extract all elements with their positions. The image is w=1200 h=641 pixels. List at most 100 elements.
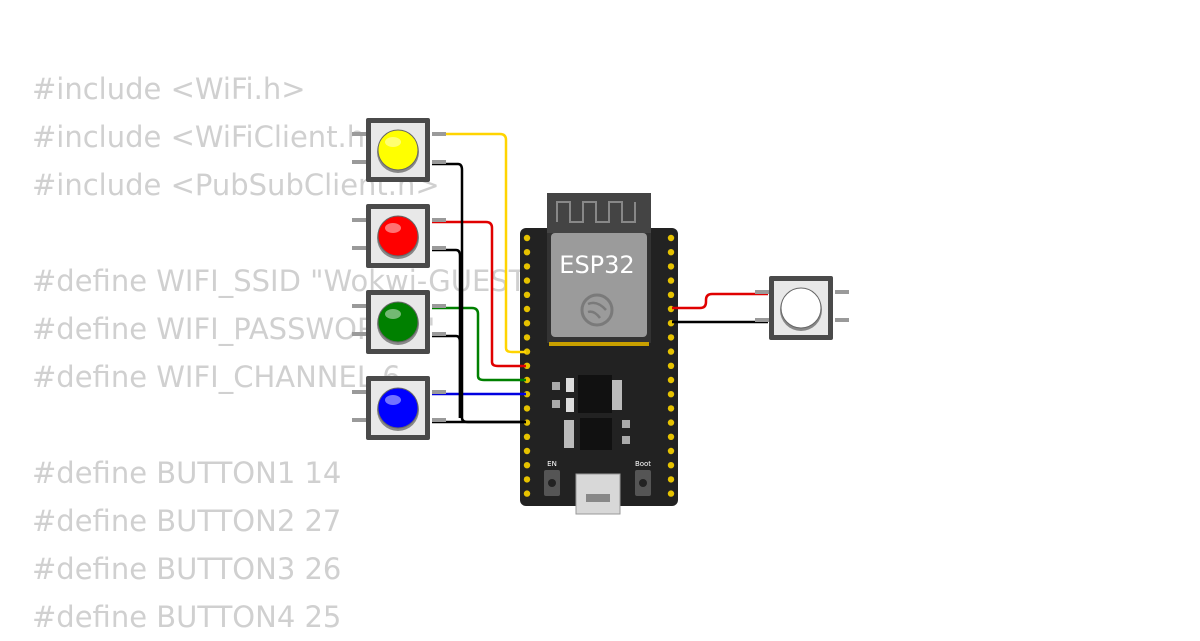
espressif-logo-icon — [580, 293, 614, 327]
button-leg — [755, 290, 769, 294]
button-highlight — [385, 395, 401, 405]
code-line-1: #include <WiFi.h> — [32, 72, 306, 106]
pin — [667, 405, 675, 412]
pin — [667, 249, 675, 256]
pin — [667, 234, 675, 242]
smd-component — [566, 398, 574, 412]
smd-component — [564, 420, 574, 448]
pushbutton-white[interactable] — [755, 276, 849, 340]
pin — [667, 263, 675, 270]
pin — [523, 433, 531, 440]
wire-yellow — [432, 132, 526, 354]
pin — [667, 433, 675, 440]
regulator-tab — [612, 380, 622, 410]
pushbutton-yellow[interactable] — [352, 118, 446, 182]
button-cap — [377, 387, 419, 429]
en-label: EN — [547, 460, 557, 468]
button-cap — [377, 215, 419, 257]
pin — [667, 348, 675, 355]
wire-green — [432, 306, 526, 382]
button-highlight — [385, 309, 401, 319]
code-editor[interactable]: #include <WiFi.h> #include <WiFiClient.h… — [32, 65, 540, 641]
code-line-5: #define WIFI_SSID "Wokwi-GUEST" — [32, 264, 540, 298]
pin-header-left — [523, 234, 531, 497]
code-line-12: #define BUTTON4 25 — [32, 600, 342, 634]
code-line-6: #define WIFI_PASSWORD "" — [32, 312, 436, 346]
pin — [667, 362, 675, 369]
pin — [667, 447, 675, 455]
code-line-11: #define BUTTON3 26 — [32, 552, 342, 586]
wire-gnd-2 — [432, 248, 462, 418]
pin — [667, 376, 675, 384]
pin — [667, 334, 675, 341]
wire-red-white — [672, 292, 768, 310]
pin — [523, 305, 531, 313]
button-leg — [352, 160, 366, 164]
pushbutton-red[interactable] — [352, 204, 446, 268]
button-leg — [352, 332, 366, 336]
wire-gnd-3 — [432, 334, 462, 418]
pin — [523, 405, 531, 412]
pin — [523, 249, 531, 256]
button-highlight — [385, 223, 401, 233]
button-leg — [352, 132, 366, 136]
button-leg — [755, 318, 769, 322]
boot-label: Boot — [635, 460, 651, 468]
pin — [667, 277, 675, 284]
wires — [432, 132, 768, 424]
code-line-10: #define BUTTON2 27 — [32, 504, 342, 538]
button-leg — [835, 318, 849, 322]
usb-port — [586, 494, 610, 502]
button-leg — [835, 290, 849, 294]
pin — [667, 476, 675, 483]
pin — [667, 490, 675, 497]
button-highlight — [788, 295, 804, 305]
en-button-cap — [548, 479, 556, 487]
pin — [523, 320, 531, 327]
usb-uart-chip — [580, 418, 612, 450]
button-leg — [352, 304, 366, 308]
pin — [523, 334, 531, 341]
button-leg — [432, 332, 446, 336]
button-leg — [352, 418, 366, 422]
button-leg — [352, 218, 366, 222]
code-line-9: #define BUTTON1 14 — [32, 456, 342, 490]
button-cap — [780, 287, 822, 329]
pin — [523, 462, 531, 469]
button-leg — [432, 418, 446, 422]
regulator-chip — [578, 375, 612, 413]
pin — [523, 490, 531, 497]
pin — [667, 462, 675, 469]
pin — [523, 234, 531, 242]
pin — [667, 419, 675, 426]
smd-component — [552, 400, 560, 408]
wire-red — [432, 220, 526, 368]
button-leg — [432, 218, 446, 222]
button-leg — [432, 132, 446, 136]
pin — [523, 277, 531, 284]
pin — [523, 447, 531, 455]
smd-component — [552, 382, 560, 390]
pin — [523, 362, 531, 369]
button-leg — [432, 160, 446, 164]
board-label: ESP32 — [559, 251, 634, 279]
pushbutton-blue[interactable] — [352, 376, 446, 440]
button-leg — [432, 390, 446, 394]
pin — [667, 291, 675, 298]
pin — [523, 263, 531, 270]
antenna-icon — [556, 201, 636, 223]
pin — [523, 376, 531, 384]
smd-component — [622, 436, 630, 444]
button-leg — [432, 304, 446, 308]
pin — [523, 291, 531, 298]
module-pads — [549, 342, 649, 346]
antenna-area — [547, 193, 651, 233]
pin — [523, 391, 531, 398]
esp32-board[interactable]: ESP32 EN Boot — [520, 193, 678, 515]
button-leg — [352, 390, 366, 394]
pin — [523, 476, 531, 483]
code-line-7: #define WIFI_CHANNEL 6 — [32, 360, 401, 394]
pushbutton-green[interactable] — [352, 290, 446, 354]
button-leg — [432, 246, 446, 250]
